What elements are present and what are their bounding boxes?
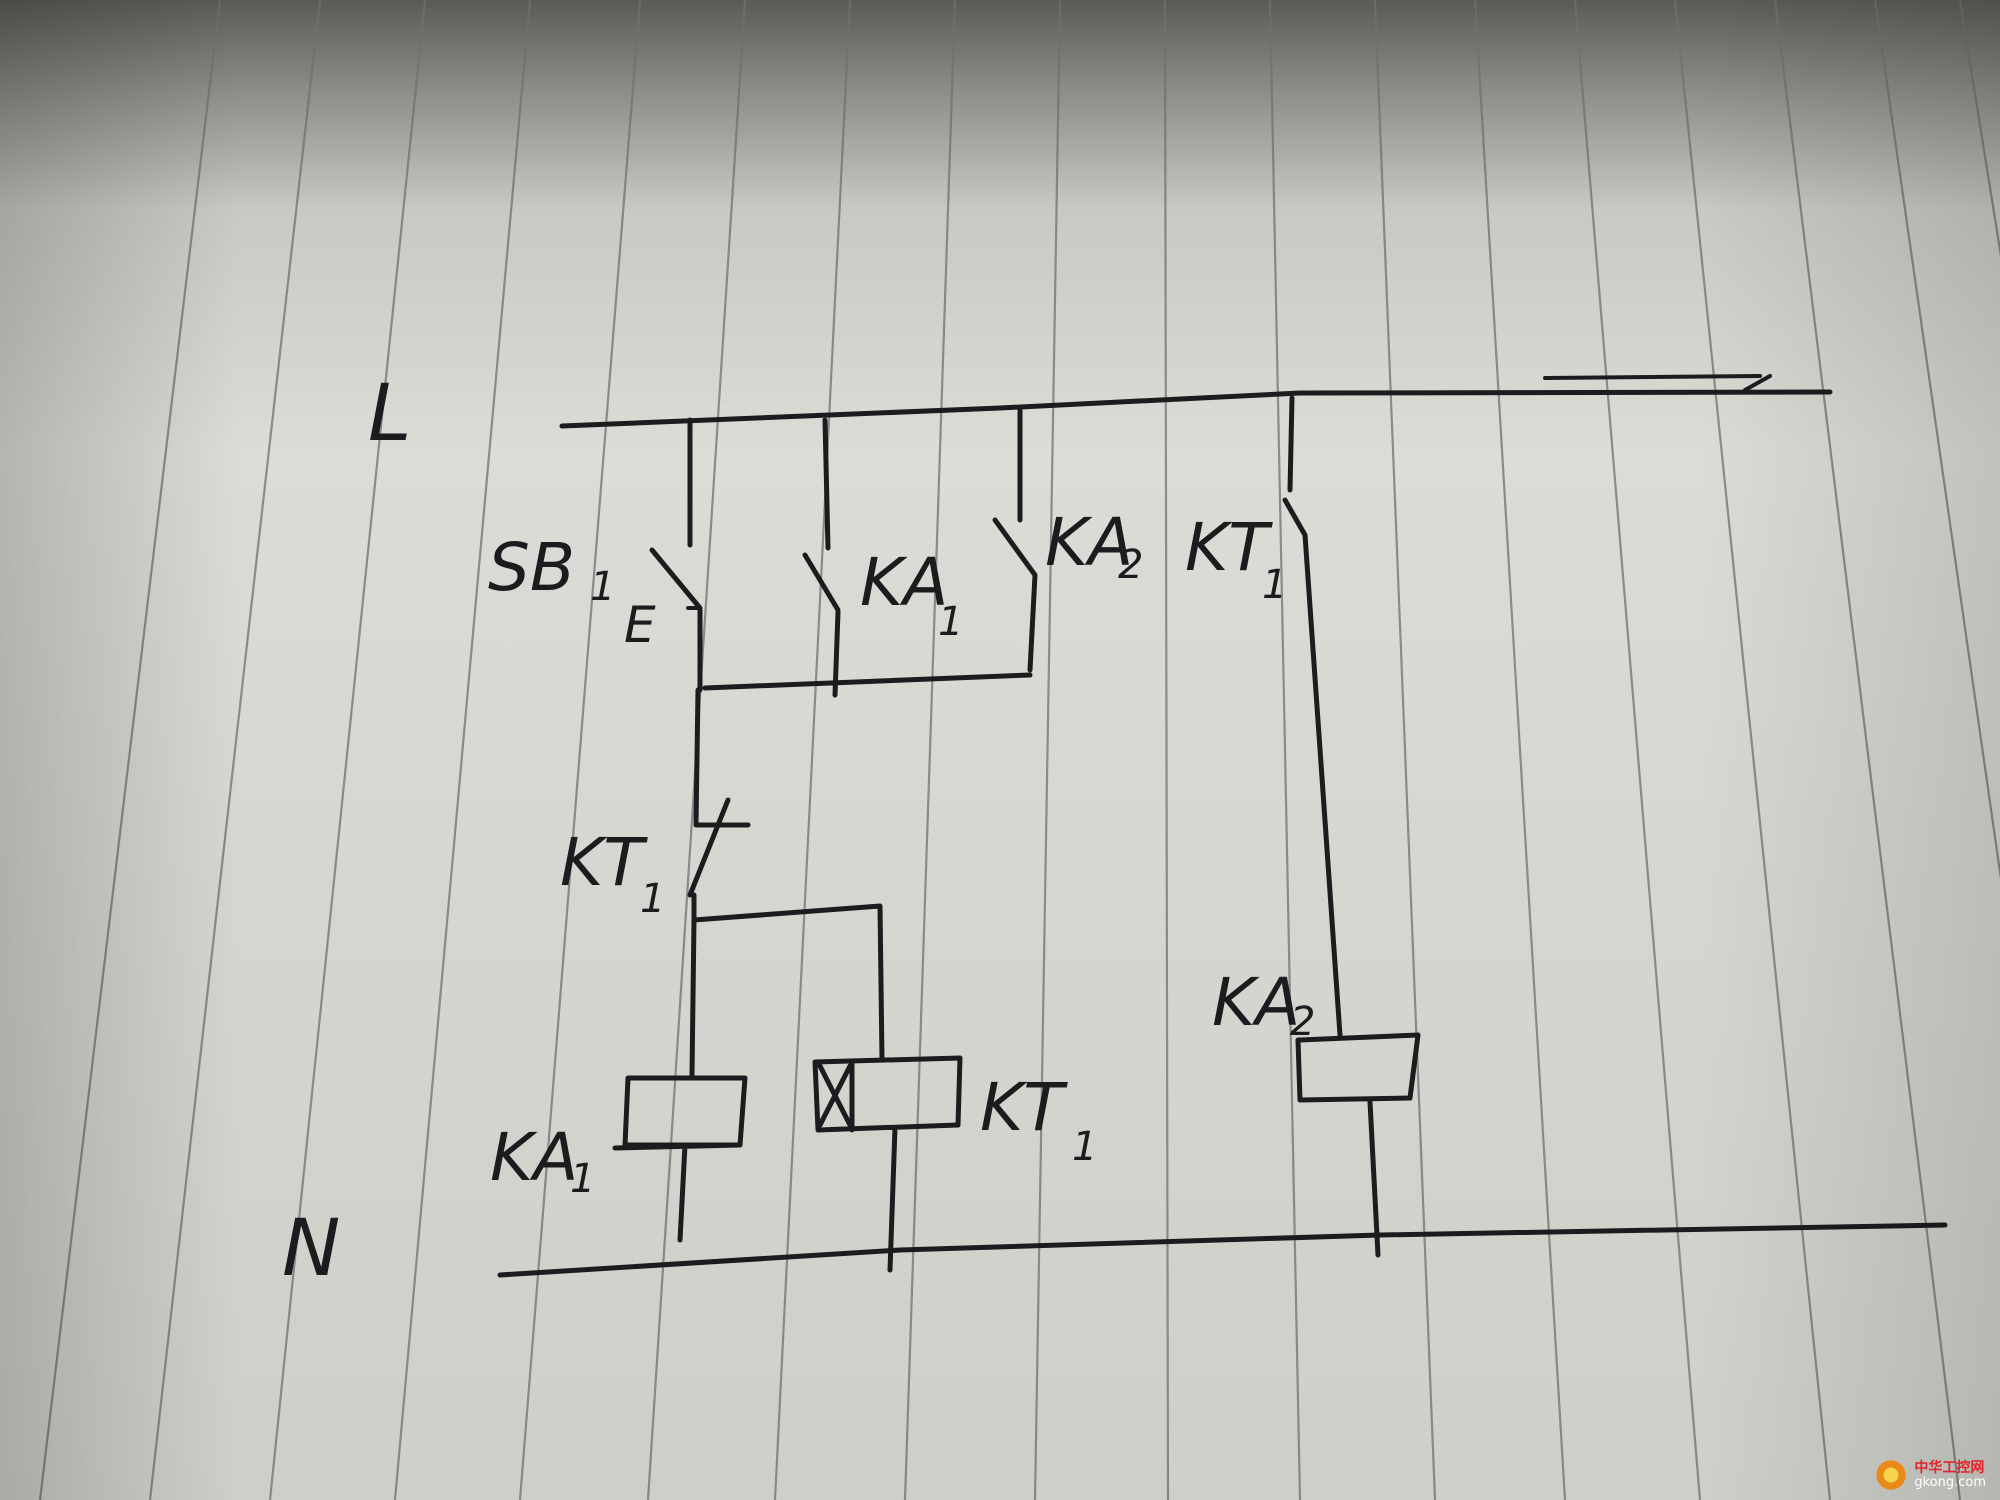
- label-kt1-coil-sub: 1: [1072, 1124, 1097, 1170]
- coil-feed-wire: [689, 903, 885, 1078]
- label-n: N: [282, 1204, 340, 1294]
- label-sb: SB: [488, 529, 575, 606]
- label-ka1-contact-sub: 1: [938, 599, 963, 645]
- watermark-brand: 中华工控网: [1914, 1459, 1985, 1476]
- sb1-branch-wire: [649, 417, 703, 693]
- label-ka2-coil: KA: [1212, 964, 1300, 1041]
- label-ka1-contact: KA: [860, 544, 948, 621]
- label-ka2-coil-sub: 2: [1290, 999, 1315, 1045]
- ka2-coil: [1295, 1032, 1421, 1258]
- ruled-lines: [38, 0, 2000, 1500]
- label-ka1-coil-sub: 1: [570, 1156, 595, 1202]
- kt1-right-contact-wire: [1282, 395, 1343, 1038]
- kt1-coil: [812, 1055, 963, 1273]
- watermark: 中华工控网 gkong.com: [1874, 1458, 1986, 1492]
- label-kt1-nc-contact: KT: [560, 824, 648, 901]
- label-ka2-contact-sub: 2: [1118, 542, 1143, 588]
- n-rail-wire: [497, 1222, 1948, 1278]
- kt1-nc-contact-wire: [687, 687, 751, 923]
- label-sb-sub: 1: [590, 564, 615, 610]
- rail-arrow-mark: [1543, 374, 1772, 392]
- label-kt1-right-contact-sub: 1: [1262, 562, 1287, 608]
- watermark-domain: gkong.com: [1914, 1474, 1986, 1490]
- label-ka2-contact: KA: [1045, 504, 1133, 581]
- label-kt1-coil: KT: [980, 1069, 1068, 1146]
- label-l: L: [368, 369, 411, 459]
- l-rail-wire: [559, 389, 1833, 429]
- parallel-join-wire: [702, 672, 1033, 691]
- label-kt1-right-contact: KT: [1185, 509, 1273, 586]
- label-ka1-coil: KA: [490, 1119, 578, 1196]
- label-kt1-nc-contact-sub: 1: [640, 876, 665, 922]
- watermark-text: 中华工控网 gkong.com: [1914, 1461, 1986, 1489]
- ka1-coil: [612, 1075, 748, 1243]
- ka2-contact-wire: [992, 407, 1038, 673]
- label-e: E: [624, 596, 656, 654]
- gear-icon: [1874, 1458, 1909, 1492]
